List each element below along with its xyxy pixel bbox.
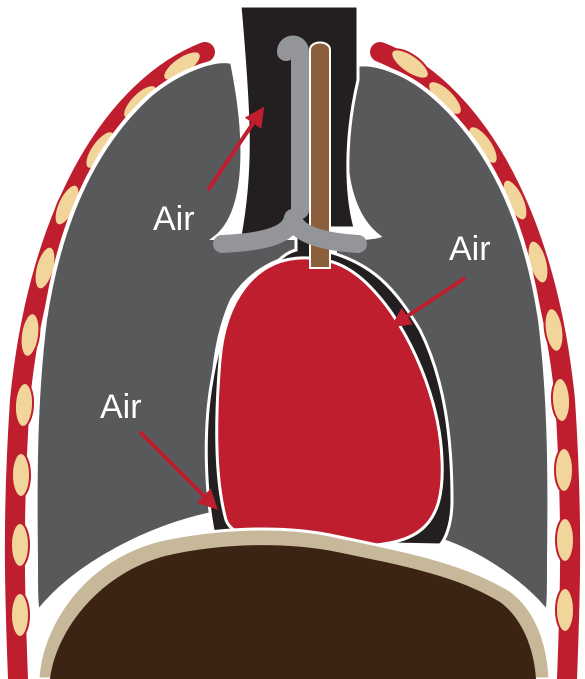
rib-bone xyxy=(556,588,574,632)
rib-bone xyxy=(556,518,574,562)
rib-bone xyxy=(11,523,29,567)
rib-bone xyxy=(555,448,573,492)
rib-bone xyxy=(11,593,29,637)
rib-bone xyxy=(542,307,566,353)
label-air-right: Air xyxy=(449,230,491,268)
rib-bone xyxy=(18,312,42,358)
rib-bone xyxy=(12,453,30,497)
label-air-upper-left: Air xyxy=(153,200,195,238)
label-air-lower-left: Air xyxy=(100,388,142,426)
